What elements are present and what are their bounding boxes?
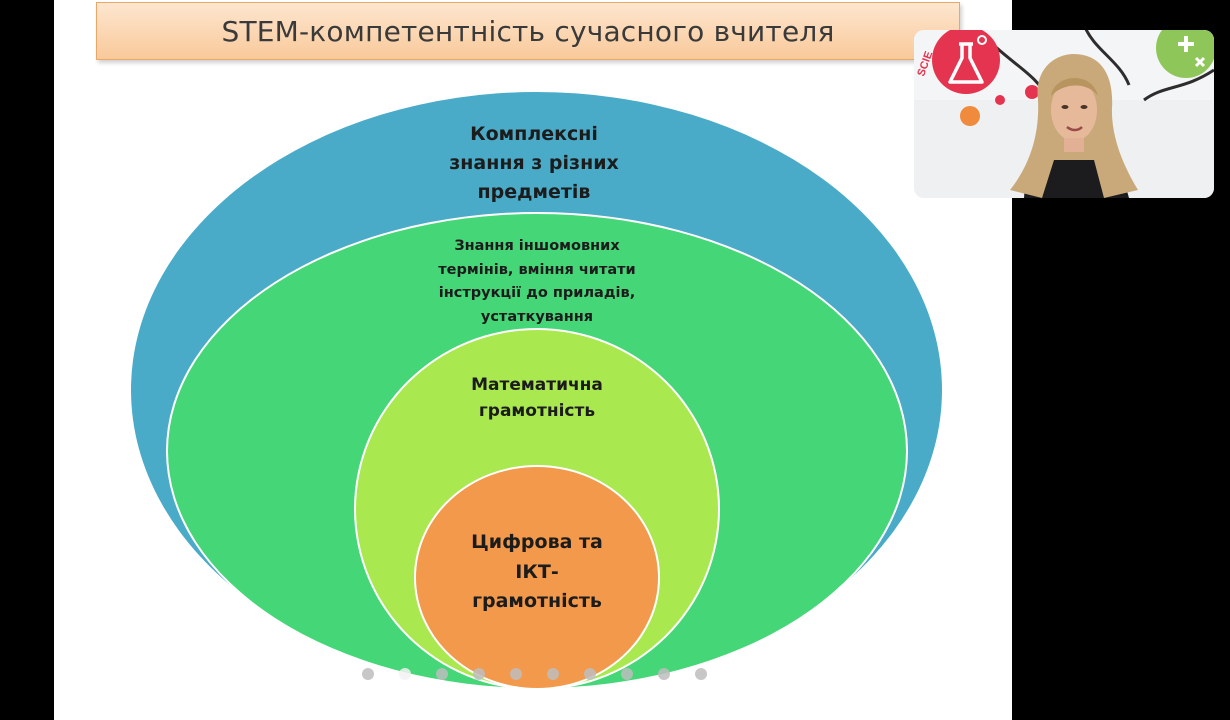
slide-dot[interactable]	[695, 668, 707, 680]
slide-dot[interactable]	[547, 668, 559, 680]
ring-label-math-literacy: Математична грамотність	[434, 372, 640, 424]
label-line: предметів	[477, 181, 591, 203]
label-line: інструкції до приладів,	[438, 285, 636, 301]
label-line: Математична	[471, 375, 603, 395]
label-line: Цифрова та	[471, 531, 603, 553]
presenter	[1010, 54, 1138, 198]
ring-digital-ict-literacy	[414, 465, 660, 690]
label-line: термінів, вміння читати	[438, 261, 636, 278]
title-banner: STEM-компетентність сучасного вчителя	[96, 2, 960, 60]
slide-dot[interactable]	[399, 668, 411, 680]
slide-dot[interactable]	[621, 668, 633, 680]
label-line: грамотність	[478, 401, 596, 421]
slide-dot[interactable]	[362, 668, 374, 680]
label-line: знання з різних	[449, 152, 619, 174]
label-line: Знання іншомовних	[454, 238, 620, 254]
label-line: ІКТ-	[515, 560, 559, 583]
ring-label-foreign-terms: Знання іншомовних термінів, вміння читат…	[394, 235, 680, 329]
slide-dot[interactable]	[658, 668, 670, 680]
slide-dot[interactable]	[473, 668, 485, 680]
ring-label-digital-ict-literacy: Цифрова та ІКТ- грамотність	[444, 528, 630, 617]
ring-label-complex-knowledge: Комплексні знання з різних предметів	[384, 120, 684, 207]
math-plus-icon	[1156, 30, 1214, 78]
presentation-slide: STEM-компетентність сучасного вчителя Ко…	[54, 0, 1012, 720]
webcam-video-frame: SCIE	[914, 30, 1214, 198]
flask-icon	[932, 30, 1000, 94]
slide-title: STEM-компетентність сучасного вчителя	[221, 14, 835, 48]
label-line: устаткування	[480, 308, 594, 325]
label-line: грамотність	[472, 590, 602, 612]
slide-dot[interactable]	[436, 668, 448, 680]
webcam-preview[interactable]: SCIE	[914, 30, 1214, 198]
slide-dot[interactable]	[584, 668, 596, 680]
label-line: Комплексні	[470, 123, 598, 145]
slide-dot[interactable]	[510, 668, 522, 680]
slide-pagination-dots	[362, 666, 707, 682]
